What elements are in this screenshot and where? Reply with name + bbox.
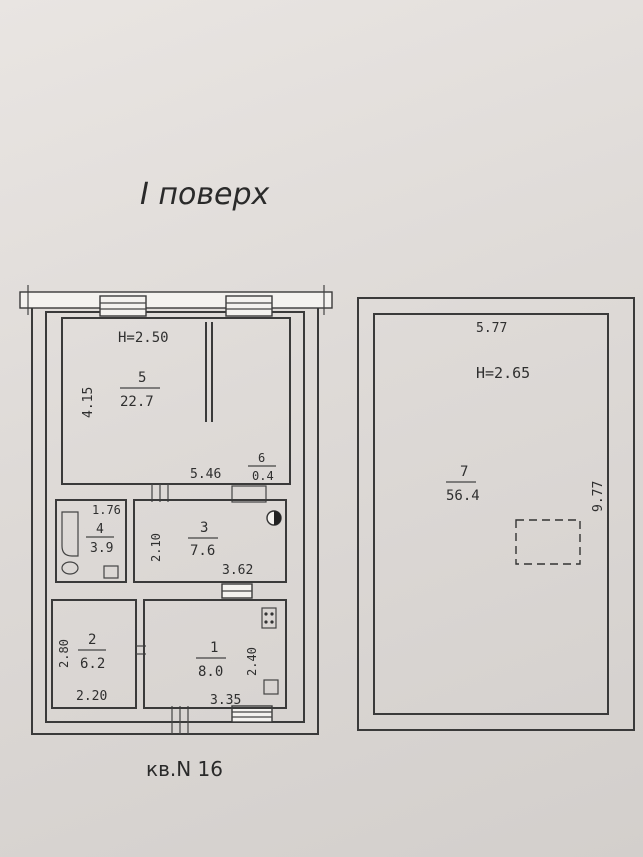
room-7-area: 56.4 [446,488,480,504]
room-2: 2 6.2 2.80 2.20 [51,599,137,709]
room-5-length: 4.15 [81,387,96,418]
room-6-area: 0.4 [252,469,274,483]
stove-icon [261,607,277,629]
room-3-number: 3 [200,520,208,536]
room-3-width: 3.62 [222,563,253,578]
room-4-area: 3.9 [90,541,113,556]
window-top-left [99,295,147,317]
room-1-width: 3.35 [210,693,241,708]
hatch-dashed-outline [515,519,581,565]
room-1-length: 2.40 [245,647,259,676]
floor-title: I поверх [140,177,270,212]
room-6-number: 6 [258,451,265,465]
room-2-length: 2.80 [57,639,71,668]
room-1: 1 8.0 2.40 3.35 [143,599,287,709]
room-3-length: 2.10 [149,533,163,562]
room-7-height: H=2.65 [476,364,530,382]
apartment-label: кв.N 16 [146,757,223,781]
room-5-width: 5.46 [190,467,221,482]
room-7-length: 9.77 [591,481,606,512]
door-3-1 [221,583,253,599]
entrance-door [171,706,189,734]
room-4-number: 4 [96,522,104,537]
room-7-width: 5.77 [476,321,507,336]
room-2-width: 2.20 [76,689,107,704]
room-4-width: 1.76 [92,503,121,517]
room-5: H=2.50 5 22.7 4.15 5.46 [61,317,291,485]
room-5-area: 22.7 [120,394,154,410]
room-5-height: H=2.50 [118,330,169,346]
room-7-number: 7 [460,464,468,480]
heater-icon [263,679,279,695]
window-top-right [225,295,273,317]
room-6: 6 0.4 [231,451,276,503]
room-3-area: 7.6 [190,543,215,559]
sink-icon [61,561,79,575]
room-2-area: 6.2 [80,656,105,672]
room-3: 3 7.6 2.10 3.62 [133,499,287,583]
room-2-number: 2 [88,632,96,648]
room-1-area: 8.0 [198,664,223,680]
toilet-icon [103,565,119,579]
room-4: 1.76 4 3.9 [55,499,127,583]
bathtub-icon [61,511,79,557]
room-7: 5.77 H=2.65 7 56.4 9.77 [357,297,635,731]
window-bottom [231,705,273,723]
left-apartment-outline [19,285,333,735]
room-1-number: 1 [210,640,218,656]
room-5-number: 5 [138,370,146,386]
